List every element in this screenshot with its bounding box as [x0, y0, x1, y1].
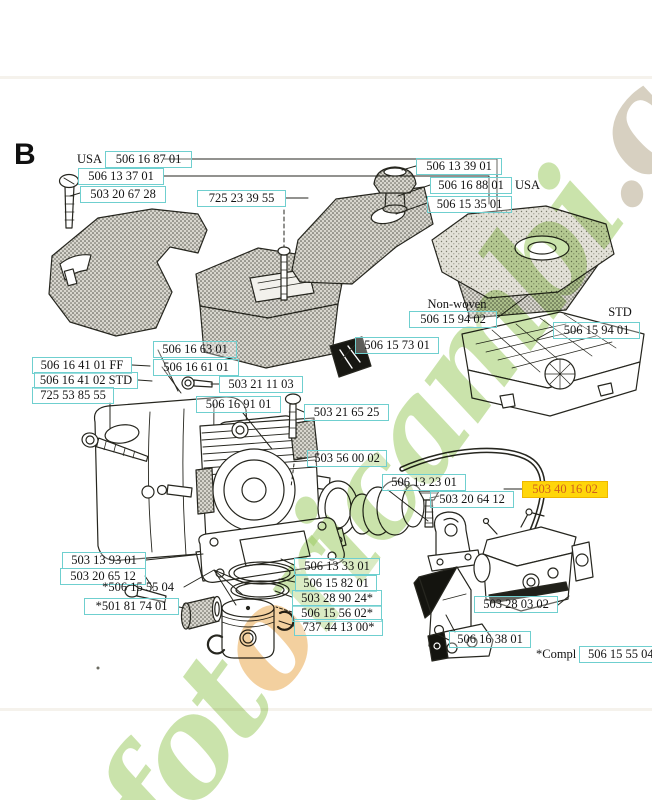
- screw-mid-drawing: [418, 490, 440, 528]
- engine-mount-drawing: [427, 511, 482, 572]
- piston-rings-drawing: [228, 561, 296, 600]
- top-cover-drawing: [48, 208, 208, 337]
- scan-artifact-band: [0, 708, 652, 711]
- leader-lines: [69, 158, 570, 641]
- intake-boot-drawing: [349, 480, 425, 536]
- section-letter: B: [14, 138, 36, 171]
- scan-artifact-band: [0, 76, 652, 79]
- needle-bearing-drawing: [180, 595, 223, 630]
- std-filter-drawing: [461, 311, 645, 417]
- screw-cylinder-drawing: [284, 393, 302, 439]
- prefilter-plate-drawing: [329, 336, 372, 378]
- cylinder-drawing: [195, 417, 321, 541]
- air-filter-cover-drawing: [291, 186, 434, 285]
- circlips-drawing: [206, 610, 295, 655]
- fuel-hose-drawing: [399, 447, 546, 536]
- manifold-bracket-drawing: [413, 566, 494, 662]
- piston-drawing: [221, 598, 275, 659]
- foam-filter-drawing: [431, 205, 615, 319]
- screw-top-left-drawing: [58, 173, 80, 229]
- stray-dot: [96, 666, 100, 670]
- screw-small-drawing: [181, 376, 213, 390]
